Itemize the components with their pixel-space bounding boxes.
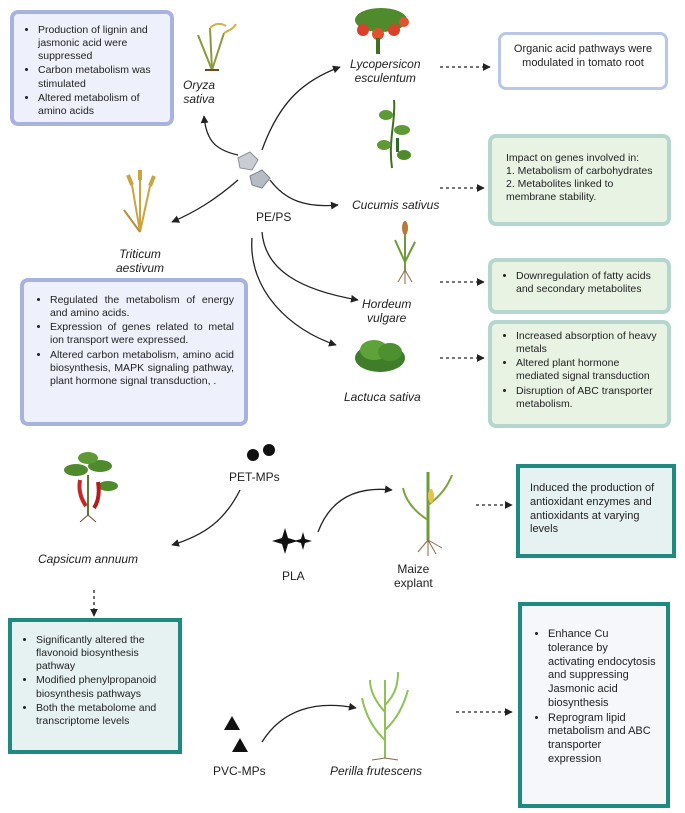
pla-label: PLA [282, 569, 305, 583]
triticum-label: Triticum aestivum [116, 247, 164, 275]
capsicum-effects-box: Significantly altered the flavonoid bios… [8, 618, 182, 754]
capsicum-label: Capsicum annuum [38, 552, 139, 566]
hordeum-genus: Hordeum [362, 297, 412, 311]
lactuca-effect-item: Disruption of ABC transporter metabolism… [516, 385, 659, 411]
cucumis-effect-item: 1. Metabolism of carbohydrates [506, 165, 653, 178]
cucumis-effects-box: Impact on genes involved in: 1. Metaboli… [488, 134, 671, 226]
dotted-connectors [90, 63, 513, 716]
triticum-effect-item: Regulated the metabolism of energy and a… [50, 294, 234, 320]
lactuca-effects-box: Increased absorption of heavy metals Alt… [488, 320, 671, 428]
cucumis-effect-item: 2. Metabolites linked to membrane stabil… [506, 178, 614, 204]
maize-label: Maize explant [394, 562, 433, 590]
oryza-effect-item: Carbon metabolism was stimulated [38, 64, 162, 90]
oryza-plant-illustration [197, 22, 237, 71]
pvc-mps-particles-icon [224, 716, 248, 752]
oryza-genus: Oryza [183, 78, 216, 92]
lycopersicon-species: esculentum [354, 71, 416, 85]
hordeum-effects-box: Downregulation of fatty acids and second… [488, 258, 671, 314]
barley-plant-illustration [394, 221, 416, 284]
pet-mps-arrow [171, 489, 241, 547]
pet-mps-label: PET-MPs [229, 470, 280, 484]
triticum-effect-item: Altered carbon metabolism, amino acid bi… [50, 349, 234, 388]
hordeum-label: Hordeum vulgare [362, 297, 411, 325]
perilla-plant-illustration [361, 671, 409, 761]
lettuce-plant-illustration [355, 340, 405, 372]
lactuca-label: Lactuca sativa [344, 390, 421, 404]
hordeum-effect-item: Downregulation of fatty acids and second… [516, 270, 659, 296]
lactuca-effect-item: Increased absorption of heavy metals [516, 330, 659, 356]
oryza-effect-item: Production of lignin and jasmonic acid w… [38, 24, 162, 63]
triticum-effects-box: Regulated the metabolism of energy and a… [20, 278, 248, 426]
cucumis-effect-intro: Impact on genes involved in: [506, 152, 640, 164]
cucumber-plant-illustration [377, 99, 411, 169]
pla-arrow [317, 485, 393, 533]
maize-explant: explant [394, 576, 433, 590]
perilla-effect-item: Enhance Cu tolerance by activating endoc… [548, 628, 656, 711]
pla-particles-icon [272, 528, 312, 554]
oryza-effects-box: Production of lignin and jasmonic acid w… [10, 10, 174, 126]
hordeum-species: vulgare [367, 311, 407, 325]
tomato-effect-box: Organic acid pathways were modulated in … [498, 32, 668, 90]
pe-ps-label: PE/PS [256, 210, 292, 224]
capsicum-plant-illustration [64, 452, 118, 523]
pvc-mps-label: PVC-MPs [213, 764, 266, 778]
tomato-plant-illustration [355, 8, 409, 54]
wheat-plant-illustration [123, 170, 156, 233]
triticum-effect-item: Expression of genes related to metal ion… [50, 321, 234, 347]
oryza-label: Oryza sativa [183, 78, 215, 106]
maize-name: Maize [397, 562, 430, 576]
lactuca-effect-item: Altered plant hormone mediated signal tr… [516, 357, 659, 383]
pe-ps-arrows [171, 65, 359, 347]
lycopersicon-genus: Lycopersicon [350, 57, 421, 71]
oryza-species: sativa [183, 92, 215, 106]
oryza-effect-item: Altered metabolism of amino acids [38, 92, 162, 118]
capsicum-effect-item: Significantly altered the flavonoid bios… [36, 634, 170, 673]
lycopersicon-label: Lycopersicon esculentum [350, 57, 421, 85]
pet-mps-particles-icon [247, 444, 275, 461]
perilla-label: Perilla frutescens [330, 764, 423, 778]
maize-plant-illustration [402, 472, 453, 556]
cucumis-label: Cucumis sativus [352, 198, 440, 212]
perilla-effect-item: Reprogram lipid metabolism and ABC trans… [548, 712, 656, 767]
capsicum-effect-item: Modified phenylpropanoid biosynthesis pa… [36, 674, 170, 700]
pvc-mps-arrow [261, 702, 357, 743]
pe-ps-particles-icon [237, 151, 271, 189]
perilla-effects-box: Enhance Cu tolerance by activating endoc… [518, 602, 670, 808]
maize-effect-box: Induced the production of antioxidant en… [516, 464, 676, 558]
triticum-genus: Triticum [119, 247, 161, 261]
capsicum-effect-item: Both the metabolome and transcriptome le… [36, 702, 170, 728]
triticum-species: aestivum [116, 261, 165, 275]
